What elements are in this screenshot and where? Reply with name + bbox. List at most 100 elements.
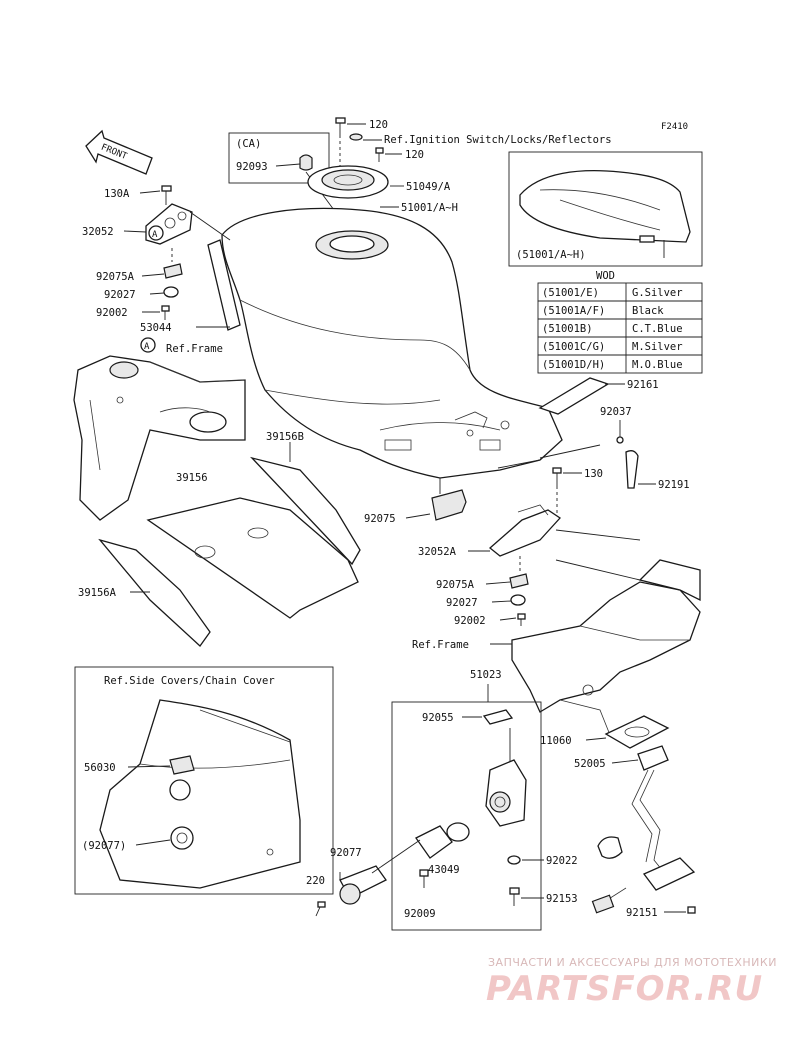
label-32052a: 32052A <box>418 546 457 558</box>
oring-43049 <box>446 822 470 842</box>
ref-side-label: Ref.Side Covers/Chain Cover <box>104 675 275 687</box>
label-52005: 52005 <box>574 758 606 770</box>
screw-92151 <box>687 906 696 914</box>
damper-92075 <box>431 489 467 521</box>
label-92093: 92093 <box>236 161 268 173</box>
color-table-code: (51001B) <box>542 323 593 335</box>
color-table-color: M.O.Blue <box>632 359 683 371</box>
label-56030: 56030 <box>84 762 116 774</box>
label-39156: 39156 <box>176 472 208 484</box>
ca-box <box>228 132 330 184</box>
color-table-row <box>537 354 703 374</box>
seal-53044 <box>207 239 241 331</box>
front-arrow-icon: FRONT <box>85 129 153 175</box>
marker-a-2 <box>140 337 156 353</box>
fuel-sender-52005 <box>591 745 696 914</box>
color-table-code: (51001C/G) <box>542 341 605 353</box>
damper-92075a <box>163 263 183 279</box>
label-39156b: 39156B <box>266 431 304 443</box>
fuel-cock-box <box>391 701 542 931</box>
color-table-code: (51001A/F) <box>542 305 605 317</box>
collar-92027-2 <box>510 594 526 606</box>
label-92151: 92151 <box>626 907 658 919</box>
label-51049: 51049/A <box>406 181 451 193</box>
bolt-130a <box>161 185 172 205</box>
damper-92075a-2 <box>509 573 529 589</box>
fuel-cock-body <box>485 728 527 827</box>
bolt-92002-2 <box>517 613 526 626</box>
bolt-92002 <box>161 305 170 320</box>
ref-frame-label-2: Ref.Frame <box>412 639 469 651</box>
marker-a-1-text: A <box>152 230 158 240</box>
label-120-b: 120 <box>405 149 424 161</box>
label-92153: 92153 <box>546 893 578 905</box>
side-cover-box <box>74 666 334 895</box>
fuel-cap-51049 <box>307 165 389 199</box>
label-92075a: 92075A <box>96 271 135 283</box>
label-92037: 92037 <box>600 406 632 418</box>
color-table-color: G.Silver <box>632 287 683 299</box>
label-53044: 53044 <box>140 322 172 334</box>
washer-ignition <box>349 133 363 141</box>
clamp-92037 <box>616 436 624 444</box>
label-92055: 92055 <box>422 712 454 724</box>
marker-a-2-text: A <box>144 342 150 352</box>
bolt-120-b <box>375 147 384 162</box>
color-table: (51001/E) G.Silver (51001A/F) Black (51001B)… <box>537 282 703 374</box>
side-cover-drawing <box>99 699 301 889</box>
label-32052: 32052 <box>82 226 114 238</box>
color-table-color: M.Silver <box>632 341 683 353</box>
label-92075: 92075 <box>364 513 396 525</box>
ref-ignition-label: Ref.Ignition Switch/Locks/Reflectors <box>384 134 612 146</box>
label-92022: 92022 <box>546 855 578 867</box>
hose-92191 <box>625 450 639 489</box>
collar-92027 <box>163 286 179 298</box>
label-92161: 92161 <box>627 379 659 391</box>
label-51001: 51001/A~H <box>401 202 458 214</box>
pad-39156a <box>98 538 211 647</box>
pad-39156 <box>146 497 359 619</box>
screw-92153 <box>509 887 520 906</box>
watermark-top: ЗАПЧАСТИ И АКСЕССУАРЫ ДЛЯ МОТОТЕХНИКИ <box>488 956 777 969</box>
gasket-92055 <box>482 709 514 725</box>
label-11060: 11060 <box>540 735 572 747</box>
inset-label: (51001/A~H) <box>516 249 586 261</box>
inset-tank-box <box>508 151 703 267</box>
gasket-11060 <box>604 715 670 749</box>
label-220: 220 <box>306 875 325 887</box>
washer-92022 <box>507 855 521 865</box>
label-92075a-2: 92075A <box>436 579 475 591</box>
fuel-tank <box>221 207 563 479</box>
screw-92009 <box>419 869 429 888</box>
label-92191: 92191 <box>658 479 690 491</box>
lever-plate <box>415 825 453 859</box>
inset-tank-side <box>519 170 691 258</box>
watermark-main: PARTSFOR.RU <box>486 969 763 1009</box>
color-table-code: (51001D/H) <box>542 359 605 371</box>
label-92009: 92009 <box>404 908 436 920</box>
ref-frame-label: Ref.Frame <box>166 343 223 355</box>
label-92077-paren: (92077) <box>82 840 126 852</box>
bolt-120-top <box>335 117 346 135</box>
pad-92161 <box>538 377 610 415</box>
label-51023: 51023 <box>470 669 502 681</box>
label-92027: 92027 <box>104 289 136 301</box>
color-table-header: WOD <box>596 270 615 282</box>
label-92077: 92077 <box>330 847 362 859</box>
color-table-color: C.T.Blue <box>632 323 683 335</box>
figure-code: F2410 <box>661 122 688 132</box>
marker-a-1 <box>148 225 164 241</box>
label-92027-2: 92027 <box>446 597 478 609</box>
pad-39156b <box>250 456 361 566</box>
cap-92093 <box>299 154 313 171</box>
frame-section-left <box>73 355 246 521</box>
label-43049: 43049 <box>428 864 460 876</box>
color-table-code: (51001/E) <box>542 287 599 299</box>
color-table-color: Black <box>632 305 664 317</box>
label-92002: 92002 <box>96 307 128 319</box>
screw-220 <box>315 901 326 917</box>
label-130a: 130A <box>104 188 130 200</box>
label-120-a: 120 <box>369 119 388 131</box>
